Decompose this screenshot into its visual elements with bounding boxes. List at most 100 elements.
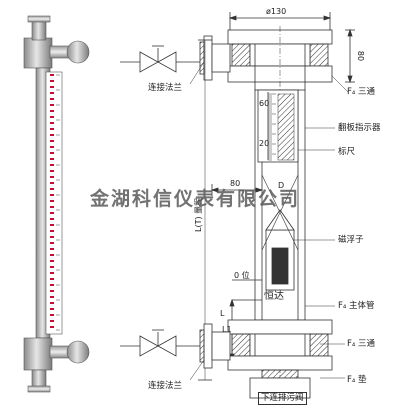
indicator-flap: [50, 305, 54, 307]
f4-pad-label: F₄ 垫: [347, 375, 367, 385]
indicator-flap: [50, 320, 54, 322]
indicator-flap: [50, 173, 54, 175]
indicator-flap: [50, 77, 54, 79]
indicator-flap: [50, 122, 54, 124]
f4-tee-top-label: F₄ 三通: [347, 87, 375, 97]
indicator-flap: [50, 326, 54, 328]
zero-position-label: 0 位: [234, 271, 250, 280]
indicator-flap: [50, 302, 54, 304]
scale-label: 标尺: [338, 147, 356, 157]
indicator-flap: [50, 98, 54, 100]
bottom-drain-ring-photo: [27, 385, 51, 393]
width-80-dimension: 80: [230, 179, 241, 188]
indicator-flap: [50, 203, 54, 205]
indicator-flap: [50, 215, 54, 217]
indicator-flap: [50, 92, 54, 94]
indicator-flap: [50, 239, 54, 241]
indicator-flap-column: [277, 93, 295, 161]
scale-ticks: [268, 93, 295, 161]
indicator-flap: [50, 140, 54, 142]
bottom-flange-drawing: [227, 355, 333, 371]
indicator-flap: [50, 137, 54, 139]
indicator-flap: [50, 146, 54, 148]
indicator-flap: [50, 275, 54, 277]
l1-dimension: L1: [222, 325, 232, 334]
indicator-flap: [50, 95, 54, 97]
bottom-side-flange-drawing: [203, 323, 213, 369]
indicator-flap: [50, 200, 54, 202]
indicator-flap: [50, 293, 54, 295]
indicator-flap: [50, 170, 54, 172]
indicator-flap: [50, 134, 54, 136]
d-dimension: D: [278, 181, 285, 190]
indicator-flap: [50, 158, 54, 160]
indicator-flap: [50, 299, 54, 301]
indicator-flap: [50, 329, 54, 331]
indicator-flap: [50, 182, 54, 184]
indicator-flap: [50, 143, 54, 145]
indicator-flap: [50, 119, 54, 121]
indicator-flap: [50, 296, 54, 298]
indicator-flap: [50, 179, 54, 181]
indicator-flap: [50, 221, 54, 223]
indicator-flap: [50, 212, 54, 214]
indicator-flap: [50, 287, 54, 289]
technical-drawing: [120, 12, 355, 400]
indicator-flap: [50, 266, 54, 268]
indicator-flap: [50, 242, 54, 244]
indicator-flap: [50, 116, 54, 118]
indicator-flap: [50, 281, 54, 283]
indicator-flap: [50, 161, 54, 163]
indicator-flap: [50, 86, 54, 88]
indicator-label: 翻板指示器: [338, 123, 381, 133]
brand-label: 恒达: [264, 291, 284, 302]
indicator-flap: [50, 227, 54, 229]
indicator-flap: [50, 149, 54, 151]
indicator-flap: [50, 311, 54, 313]
indicator-flap: [50, 113, 54, 115]
indicator-flaps: [50, 74, 60, 331]
indicator-flap: [50, 209, 54, 211]
indicator-flap: [50, 188, 54, 190]
bottom-flange-disc-photo: [66, 340, 90, 364]
indicator-flap: [50, 284, 54, 286]
indicator-flap: [50, 155, 54, 157]
indicator-flap: [50, 236, 54, 238]
indicator-flap: [50, 224, 54, 226]
indicator-flap: [50, 74, 54, 76]
indicator-flap: [50, 254, 54, 256]
indicator-flap: [50, 248, 54, 250]
indicator-flap: [50, 278, 54, 280]
drain-valve-label: 下连排污阀: [258, 392, 307, 405]
watermark: 金湖科信仪表有限公司: [90, 188, 301, 210]
indicator-flap: [50, 260, 54, 262]
gauge-photo: [23, 15, 90, 393]
indicator-flap: [50, 197, 54, 199]
bottom-tee-drawing: [227, 319, 333, 335]
indicator-flap: [50, 308, 54, 310]
indicator-flap: [50, 245, 54, 247]
indicator-flap: [50, 176, 54, 178]
top-flange-photo: [23, 37, 53, 69]
bottom-drain-photo: [31, 369, 47, 389]
indicator-flap: [50, 185, 54, 187]
indicator-flap: [50, 218, 54, 220]
bottom-flange-photo: [23, 337, 53, 371]
float-label: 磁浮子: [338, 235, 364, 245]
diameter-dimension: ø130: [266, 7, 287, 16]
indicator-flap: [50, 230, 54, 232]
f4-tee-bottom-label: F₄ 三通: [347, 339, 375, 349]
indicator-flap: [50, 191, 54, 193]
indicator-flap: [50, 83, 54, 85]
indicator-flap: [50, 80, 54, 82]
height-80-dimension: 80: [356, 50, 366, 62]
top-cap-photo: [31, 19, 47, 41]
indicator-flap: [50, 257, 54, 259]
connect-flange-top-label: 连接法兰: [148, 83, 183, 93]
scale-tick-20: 20: [259, 139, 270, 148]
scale-tick-60: 60: [259, 99, 270, 108]
connect-flange-bottom-label: 连接法兰: [148, 381, 183, 391]
top-flange-disc-photo: [66, 40, 90, 64]
indicator-flap: [50, 110, 54, 112]
